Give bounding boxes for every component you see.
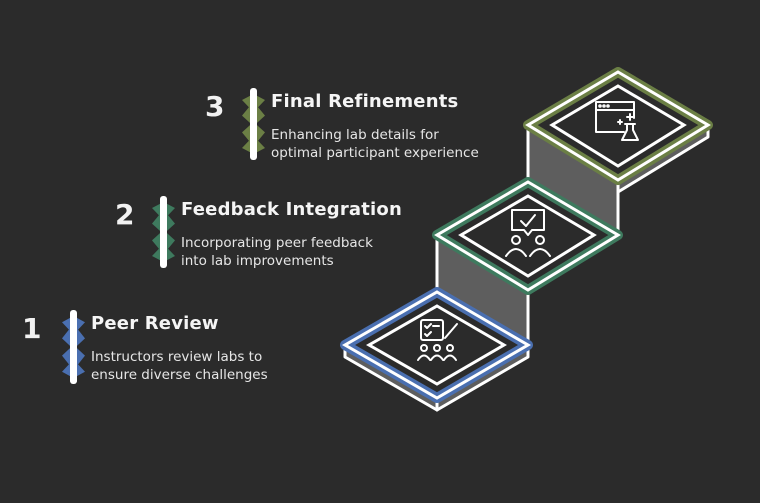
platform-3	[523, 67, 713, 185]
step-accent-bar	[70, 310, 77, 384]
step-description-line-1: Enhancing lab details for	[271, 127, 439, 143]
browser-flask-icon	[595, 101, 639, 141]
step-number: 1	[22, 312, 42, 345]
step-description-line-1: Incorporating peer feedback	[181, 235, 373, 251]
step-title: Final Refinements	[271, 91, 459, 112]
step-description-line-1: Instructors review labs to	[91, 349, 263, 365]
step-accent-bar	[160, 196, 167, 268]
step-description-line-2: ensure diverse challenges	[91, 367, 268, 383]
step-title: Peer Review	[91, 313, 219, 334]
step-accent-bar	[250, 88, 257, 160]
platform-2	[432, 177, 623, 295]
checklist-people-icon	[417, 319, 458, 361]
step-description-line-2: into lab improvements	[181, 253, 334, 269]
feedback-people-icon	[505, 209, 551, 257]
platform-1	[340, 287, 533, 403]
step-number: 3	[205, 90, 225, 123]
step-number: 2	[115, 198, 135, 231]
step-title: Feedback Integration	[181, 199, 402, 220]
step-description-line-2: optimal participant experience	[271, 145, 479, 161]
